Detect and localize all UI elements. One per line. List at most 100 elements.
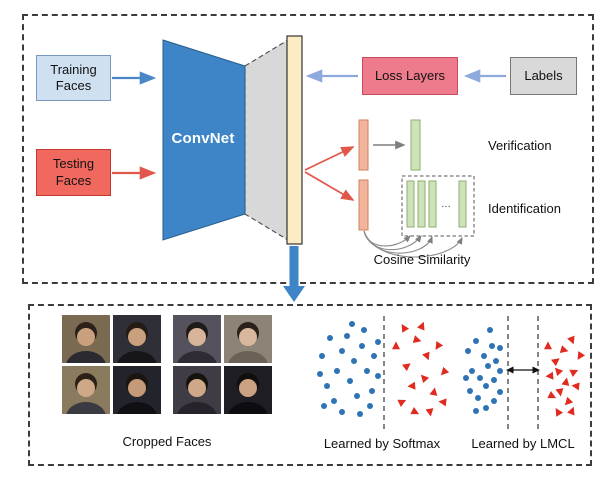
- class1-dot: [344, 333, 350, 339]
- face-photo: [62, 366, 110, 414]
- class1-dot: [367, 403, 373, 409]
- class2-triangle: [412, 335, 422, 343]
- class2-triangle: [545, 371, 554, 380]
- training-pipeline-panel: [22, 14, 594, 284]
- convnet-label: ConvNet: [171, 130, 235, 147]
- gallery-ellipsis: …: [441, 199, 451, 210]
- testing-faces-box: Testing Faces: [36, 149, 111, 196]
- class2-triangle: [567, 406, 575, 416]
- class1-dot: [463, 375, 469, 381]
- class1-dot: [491, 398, 497, 404]
- class1-dot: [359, 343, 365, 349]
- loss-layers-label: Loss Layers: [374, 67, 446, 83]
- class2-triangle: [569, 369, 579, 377]
- class1-dot: [491, 377, 497, 383]
- class2-triangle: [417, 321, 425, 331]
- class1-dot: [339, 348, 345, 354]
- class1-dot: [483, 405, 489, 411]
- testing-faces-label: Testing Faces: [52, 156, 95, 188]
- class1-dot: [489, 343, 495, 349]
- class1-dot: [364, 368, 370, 374]
- face-photo: [173, 315, 221, 363]
- class2-triangle: [577, 351, 586, 360]
- class2-triangle: [429, 387, 438, 396]
- cropped-faces-label: Cropped Faces: [122, 434, 212, 449]
- class2-triangle: [555, 408, 564, 417]
- face-silhouette: [177, 373, 217, 414]
- class2-triangle: [571, 382, 580, 391]
- cosine-similarity-label: Cosine Similarity: [373, 252, 471, 267]
- training-faces-box: Training Faces: [36, 55, 111, 101]
- lmcl-margin-arrowhead-left: [506, 366, 514, 374]
- class1-dot: [375, 339, 381, 345]
- class2-triangle: [425, 408, 434, 417]
- class1-dot: [485, 363, 491, 369]
- cropped-faces-grid-right: [173, 315, 272, 414]
- class1-dot: [473, 408, 479, 414]
- class1-dot: [361, 327, 367, 333]
- face-silhouette: [66, 322, 106, 363]
- face-photo: [113, 366, 161, 414]
- class2-triangle: [547, 390, 557, 399]
- face-photo: [173, 366, 221, 414]
- class1-dot: [375, 373, 381, 379]
- class1-dot: [331, 398, 337, 404]
- cropped-faces-grid-left: [62, 315, 161, 414]
- class2-triangle: [407, 381, 416, 390]
- class1-dot: [487, 327, 493, 333]
- class2-triangle: [438, 398, 447, 407]
- class1-dot: [317, 371, 323, 377]
- face-silhouette: [117, 322, 157, 363]
- class2-triangle: [554, 367, 564, 377]
- loss-layers-box: Loss Layers: [362, 57, 458, 95]
- class2-triangle: [422, 351, 430, 361]
- softmax-caption: Learned by Softmax: [323, 436, 441, 451]
- lmcl-scatter: [460, 316, 586, 435]
- deploy-arrow-head: [283, 286, 305, 302]
- labels-label: Labels: [524, 67, 563, 83]
- class2-triangle: [440, 366, 450, 376]
- class2-triangle: [420, 374, 430, 384]
- training-faces-label: Training Faces: [50, 61, 97, 93]
- class1-dot: [351, 358, 357, 364]
- class2-triangle: [402, 363, 411, 372]
- lmcl-margin-arrowhead-right: [532, 366, 540, 374]
- class1-dot: [497, 368, 503, 374]
- class2-triangle: [559, 345, 569, 353]
- class1-dot: [475, 395, 481, 401]
- face-silhouette: [117, 373, 157, 414]
- face-silhouette: [177, 322, 217, 363]
- class2-triangle: [555, 388, 564, 397]
- verification-label: Verification: [488, 138, 552, 153]
- class1-dot: [493, 358, 499, 364]
- class2-triangle: [401, 324, 410, 333]
- face-photo: [224, 315, 272, 363]
- face-silhouette: [66, 373, 106, 414]
- class2-triangle: [544, 341, 552, 350]
- class1-dot: [481, 353, 487, 359]
- class1-dot: [483, 383, 489, 389]
- softmax-scatter: [312, 316, 452, 435]
- class2-triangle: [561, 377, 570, 386]
- class2-triangle: [551, 358, 560, 367]
- class1-dot: [324, 383, 330, 389]
- class1-dot: [321, 403, 327, 409]
- class1-dot: [327, 335, 333, 341]
- class1-dot: [347, 378, 353, 384]
- class1-dot: [349, 321, 355, 327]
- class1-dot: [319, 353, 325, 359]
- class1-dot: [477, 375, 483, 381]
- class1-dot: [334, 368, 340, 374]
- class2-triangle: [564, 396, 574, 406]
- face-photo: [224, 366, 272, 414]
- class2-triangle: [567, 335, 575, 345]
- class1-dot: [357, 411, 363, 417]
- class1-dot: [354, 393, 360, 399]
- identification-label: Identification: [488, 201, 561, 216]
- labels-box: Labels: [510, 57, 577, 95]
- face-photo: [62, 315, 110, 363]
- class2-triangle: [410, 406, 420, 415]
- class1-dot: [473, 338, 479, 344]
- face-silhouette: [228, 373, 268, 414]
